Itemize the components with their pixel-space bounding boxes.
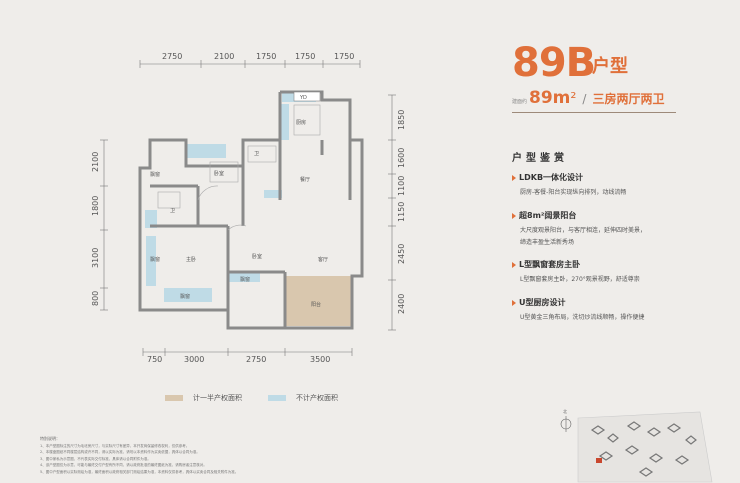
note-line: 4、该户型图仅为示意，可能与最终交付户型有所不同，请以政府批准的最终图纸为准，请… [40, 463, 207, 468]
dim-top-1: 2750 [162, 52, 182, 61]
ac-box [293, 91, 321, 102]
dim-bottom-3: 2750 [246, 355, 266, 364]
feature-heading: L型飘窗套房主卧 [519, 260, 581, 269]
room-balcony: 阳台 [311, 301, 321, 308]
feature-heading: 超8m²阔景阳台 [519, 211, 577, 220]
ac-label: YD [299, 95, 307, 101]
section-title: 户型鉴赏 [512, 153, 568, 164]
left-dimension-line [100, 139, 108, 311]
balcony-zone [285, 276, 351, 326]
bullet-triangle-icon [512, 299, 516, 306]
dim-right-4: 1150 [397, 202, 406, 222]
note-line: 3、图中家私为示意图，不代表实际交付标准，具体请以合同附件为准。 [40, 456, 151, 461]
room-kitchen: 厨房 [296, 119, 306, 126]
dim-top-4: 1750 [295, 52, 315, 61]
legend-swatch [165, 395, 183, 401]
compass-icon [560, 416, 572, 432]
feature-desc: L型飘窗套房主卧，270°观景视野，舒适尊崇 [520, 276, 640, 283]
dim-right-2: 1600 [397, 148, 406, 168]
dim-right-5: 2450 [397, 244, 406, 264]
dim-top-3: 1750 [256, 52, 276, 61]
feature-desc: 缔造丰盈生活新秀场 [520, 239, 575, 246]
dim-top-2: 2100 [214, 52, 234, 61]
window-1: 飘窗 [150, 256, 160, 263]
area-row: 建面约 89m ² / 三房两厅两卫 [512, 88, 664, 110]
dim-bottom-2: 3000 [184, 355, 204, 364]
room-master-bedroom: 主卧 [186, 256, 196, 263]
area-separator: / [582, 92, 587, 106]
dim-right-1: 1850 [397, 110, 406, 130]
note-line: 5、图中户型面积以实际测绘为准，最终面积以政府相关部门测绘结果为准，本资料仅供参… [40, 469, 239, 474]
notes: 特别说明： 1、本户型图标注的尺寸为毛坯房尺寸，与实际尺寸有差异，本开发商保留修… [40, 436, 460, 476]
site-map [577, 411, 713, 483]
legend-half-area: 计一半产权面积 [165, 393, 242, 403]
layout-suffix: 户型 [592, 56, 628, 77]
area-unit: ² [570, 89, 577, 107]
dim-left-4: 800 [91, 291, 100, 306]
bottom-dimension-line [142, 348, 353, 356]
layout-type: 三房两厅两卫 [592, 92, 665, 106]
dim-bottom-4: 3500 [310, 355, 330, 364]
room-living: 客厅 [318, 256, 328, 263]
legend-label: 不计产权面积 [296, 394, 338, 402]
top-dimension-line [139, 60, 361, 68]
room-bedroom-3: 卧室 [214, 170, 224, 177]
feature-4: U型厨房设计 U型黄金三角布局，洗切炒流线顺畅，操作便捷 [512, 297, 682, 324]
bullet-triangle-icon [512, 261, 516, 268]
legend-no-area: 不计产权面积 [268, 393, 338, 403]
notes-title: 特别说明： [40, 436, 60, 441]
bullet-triangle-icon [512, 212, 516, 219]
dim-right-3: 1100 [397, 176, 406, 196]
room-dining: 餐厅 [300, 176, 310, 183]
feature-1: LDKB一体化设计 厨房-客餐-阳台实现纵向排列，动线流畅 [512, 172, 682, 199]
dim-left-1: 2100 [91, 152, 100, 172]
dim-top-5: 1750 [334, 52, 354, 61]
feature-heading: LDKB一体化设计 [519, 173, 584, 182]
window-2: 飘窗 [180, 293, 190, 300]
legend-label: 计一半产权面积 [193, 394, 242, 402]
room-bath-2: 卫 [170, 208, 175, 214]
feature-2: 超8m²阔景阳台 大尺度观景阳台，与客厅相连，延伸四时美景， 缔造丰盈生活新秀场 [512, 210, 682, 249]
feature-desc: 厨房-客餐-阳台实现纵向排列，动线流畅 [520, 189, 627, 196]
walls [138, 90, 364, 330]
feature-3: L型飘窗套房主卧 L型飘窗套房主卧，270°观景视野，舒适尊崇 [512, 259, 682, 286]
window-4: 飘窗 [240, 276, 250, 283]
room-bath-1: 卫 [254, 151, 259, 157]
legend-swatch [268, 395, 286, 401]
right-dimension-line [388, 94, 396, 331]
interior-lines [157, 104, 321, 231]
dim-left-3: 3100 [91, 248, 100, 268]
note-line: 2、本楼盘图纸不同楼层结构或许不同，请以实际为准，请勿以本资料作为买卖依据，具体… [40, 450, 200, 455]
feature-desc: 大尺度观景阳台，与客厅相连，延伸四时美景， [520, 227, 647, 234]
dim-right-6: 2400 [397, 294, 406, 314]
window-3: 飘窗 [150, 171, 160, 178]
feature-desc: U型黄金三角布局，洗切炒流线顺畅，操作便捷 [520, 314, 645, 321]
dim-left-2: 1800 [91, 196, 100, 216]
bullet-triangle-icon [512, 174, 516, 181]
title-underline [512, 112, 676, 113]
feature-heading: U型厨房设计 [519, 298, 566, 307]
room-bedroom-2: 卧室 [252, 253, 262, 260]
area-value: 89m [529, 88, 571, 108]
dim-bottom-1: 750 [147, 355, 162, 364]
layout-code: 89B [512, 40, 596, 86]
area-prefix: 建面约 [512, 99, 528, 105]
compass-label: 北 [563, 408, 567, 414]
note-line: 1、本户型图标注的尺寸为毛坯房尺寸，与实际尺寸有差异，本开发商保留修改权利，仅供… [40, 443, 190, 448]
